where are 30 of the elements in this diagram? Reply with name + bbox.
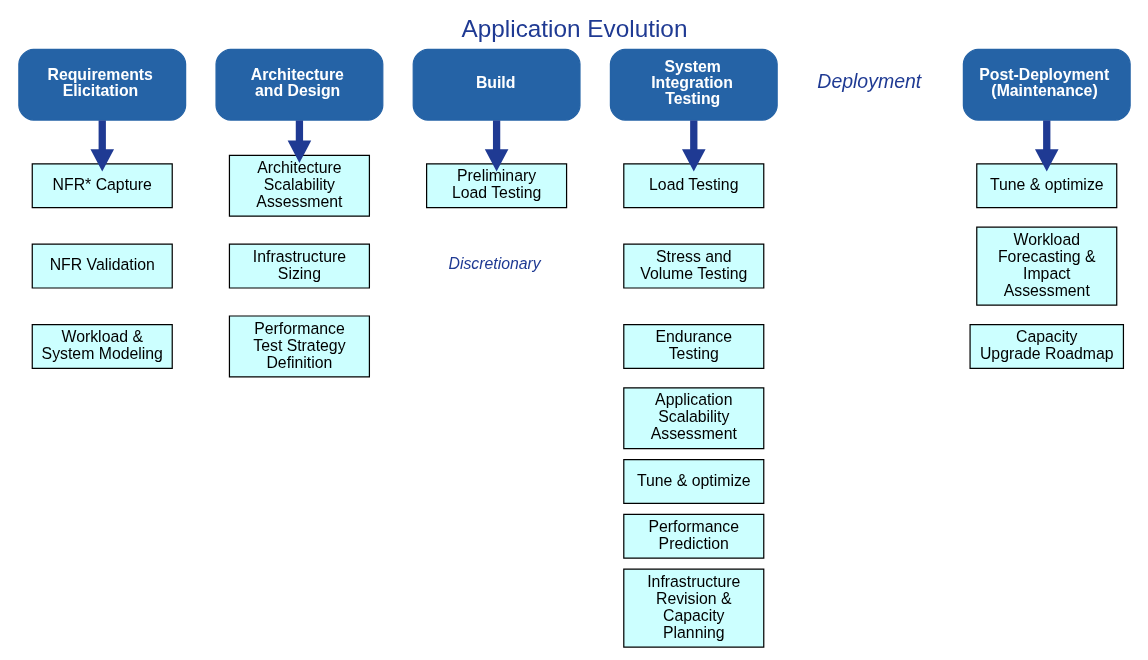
node-box: Build [412, 48, 581, 121]
node-box: Workload Forecasting & Impact Assessment [975, 226, 1117, 306]
node-box: NFR* Capture [31, 163, 173, 209]
node-box: Load Testing [622, 163, 764, 209]
node-box: Post-Deployment (Maintenance) [962, 48, 1131, 121]
arrow [1034, 120, 1059, 172]
node-box: Tune & optimize [622, 459, 764, 505]
node-box: NFR Validation [31, 243, 173, 289]
arrow [681, 120, 706, 172]
arrow [484, 120, 508, 172]
arrow [89, 120, 114, 172]
node-box: Infrastructure Sizing [228, 243, 370, 289]
node-box: Requirements Elicitation [17, 48, 186, 121]
node-box: Endurance Testing [622, 323, 764, 369]
diagram-title: Application Evolution [461, 15, 687, 43]
node-box: Stress and Volume Testing [622, 243, 764, 289]
node-box: Architecture and Design [214, 48, 383, 121]
node-box: Tune & optimize [975, 163, 1117, 209]
label: Deployment [816, 70, 921, 93]
node-box: Capacity Upgrade Roadmap [968, 323, 1124, 369]
node-label: Discretionary [448, 255, 541, 273]
node-box: Performance Test Strategy Definition [228, 315, 370, 378]
node-box: Workload & System Modeling [31, 323, 173, 369]
node-box: System Integration Testing [609, 48, 778, 121]
arrow [287, 120, 311, 164]
node-box: Application Scalability Assessment [622, 387, 764, 450]
node-box: Performance Prediction [622, 513, 764, 559]
node-box: Infrastructure Revision & Capacity Planning [622, 568, 764, 648]
node-box: Architecture Scalability Assessment [228, 154, 370, 217]
node-box: Preliminary Load Testing [425, 163, 567, 209]
